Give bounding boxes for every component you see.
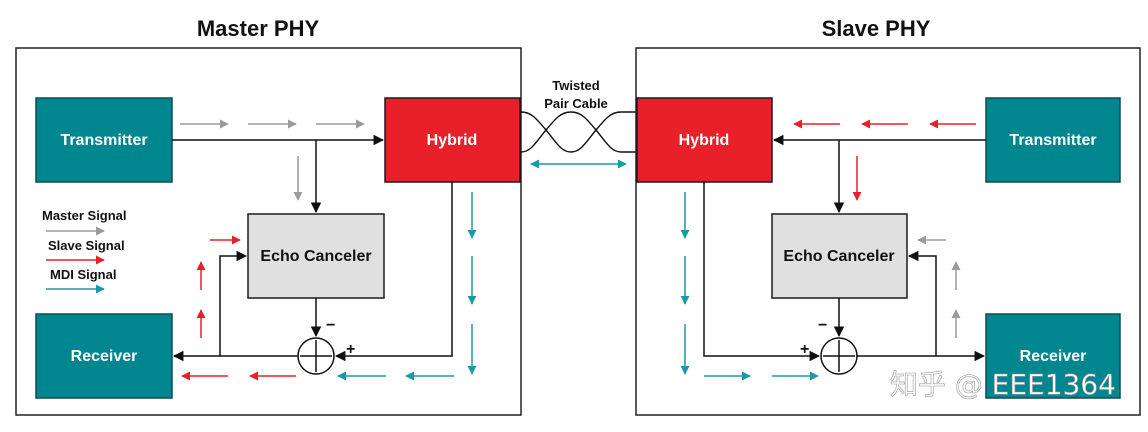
slave-echo-canceler-block: Echo Canceler <box>771 213 908 299</box>
slave-summing-junction <box>820 337 858 375</box>
slave-transmitter-label: Transmitter <box>1009 132 1096 149</box>
master-transmitter-block: Transmitter <box>35 97 173 183</box>
slave-phy-title: Slave PHY <box>822 16 931 41</box>
master-teal-flow-arrows <box>337 192 477 381</box>
twisted-pair-cable <box>520 111 636 153</box>
cable-label-line2: Pair Cable <box>544 96 608 111</box>
master-gray-flow-arrows <box>180 119 365 201</box>
master-hybrid-block: Hybrid <box>384 97 521 183</box>
master-signal-wires <box>172 134 453 362</box>
slave-minus-sign: − <box>818 317 827 334</box>
master-phy-title: Master PHY <box>197 16 320 41</box>
slave-receiver-block: Receiver <box>985 313 1121 399</box>
master-minus-sign: − <box>326 317 335 334</box>
slave-phy-frame <box>635 47 1141 416</box>
cable-label-line1: Twisted <box>552 78 599 93</box>
watermark-text: 知乎 @ EEE1364 <box>890 368 1116 401</box>
master-red-flow-arrows <box>181 235 296 381</box>
slave-teal-flow-arrows <box>680 192 819 381</box>
master-receiver-label: Receiver <box>71 348 138 365</box>
legend-master-signal: Master Signal <box>42 208 127 223</box>
slave-echo-canceler-label: Echo Canceler <box>783 248 894 265</box>
slave-hybrid-label: Hybrid <box>679 132 730 149</box>
master-echo-canceler-label: Echo Canceler <box>260 248 371 265</box>
slave-plus-sign: + <box>800 341 809 358</box>
slave-red-flow-arrows <box>793 119 976 201</box>
master-plus-sign: + <box>346 341 355 358</box>
master-hybrid-label: Hybrid <box>427 132 478 149</box>
legend: Master Signal Slave Signal MDI Signal <box>42 208 127 294</box>
master-echo-canceler-block: Echo Canceler <box>247 213 385 299</box>
master-summing-junction <box>297 337 335 375</box>
slave-hybrid-block: Hybrid <box>636 97 773 183</box>
slave-transmitter-block: Transmitter <box>985 97 1121 183</box>
master-phy-frame <box>15 47 522 416</box>
master-transmitter-label: Transmitter <box>60 132 147 149</box>
legend-mdi-signal: MDI Signal <box>50 267 116 282</box>
legend-slave-signal: Slave Signal <box>48 238 125 253</box>
slave-receiver-label: Receiver <box>1020 348 1087 365</box>
master-receiver-block: Receiver <box>35 313 173 399</box>
slave-gray-flow-arrows <box>917 235 961 338</box>
slave-signal-wires <box>703 134 986 362</box>
